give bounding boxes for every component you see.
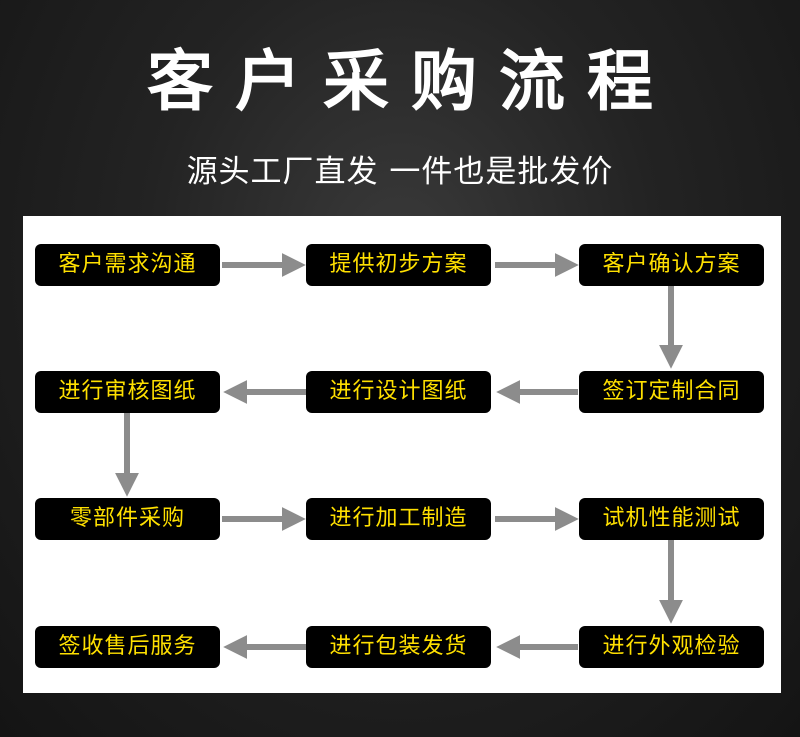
- step-after-sales: 签收售后服务: [35, 626, 220, 668]
- step-confirm-proposal: 客户确认方案: [579, 244, 764, 286]
- step-manufacturing: 进行加工制造: [306, 498, 491, 540]
- step-review-drawings: 进行审核图纸: [35, 371, 220, 413]
- step-packing-shipping: 进行包装发货: [306, 626, 491, 668]
- page-title: 客户采购流程: [147, 43, 675, 120]
- step-appearance-inspection: 进行外观检验: [579, 626, 764, 668]
- step-initial-proposal: 提供初步方案: [306, 244, 491, 286]
- step-design-drawings: 进行设计图纸: [306, 371, 491, 413]
- flow-arrows: [115, 253, 683, 659]
- step-performance-test: 试机性能测试: [579, 498, 764, 540]
- step-sign-contract: 签订定制合同: [579, 371, 764, 413]
- step-parts-procurement: 零部件采购: [35, 498, 220, 540]
- step-customer-communication: 客户需求沟通: [35, 244, 220, 286]
- page-subtitle: 源头工厂直发 一件也是批发价: [186, 154, 614, 190]
- flow-panel: 客户需求沟通 提供初步方案 客户确认方案 签订定制合同 进行设计图纸 进行审核图…: [23, 216, 781, 693]
